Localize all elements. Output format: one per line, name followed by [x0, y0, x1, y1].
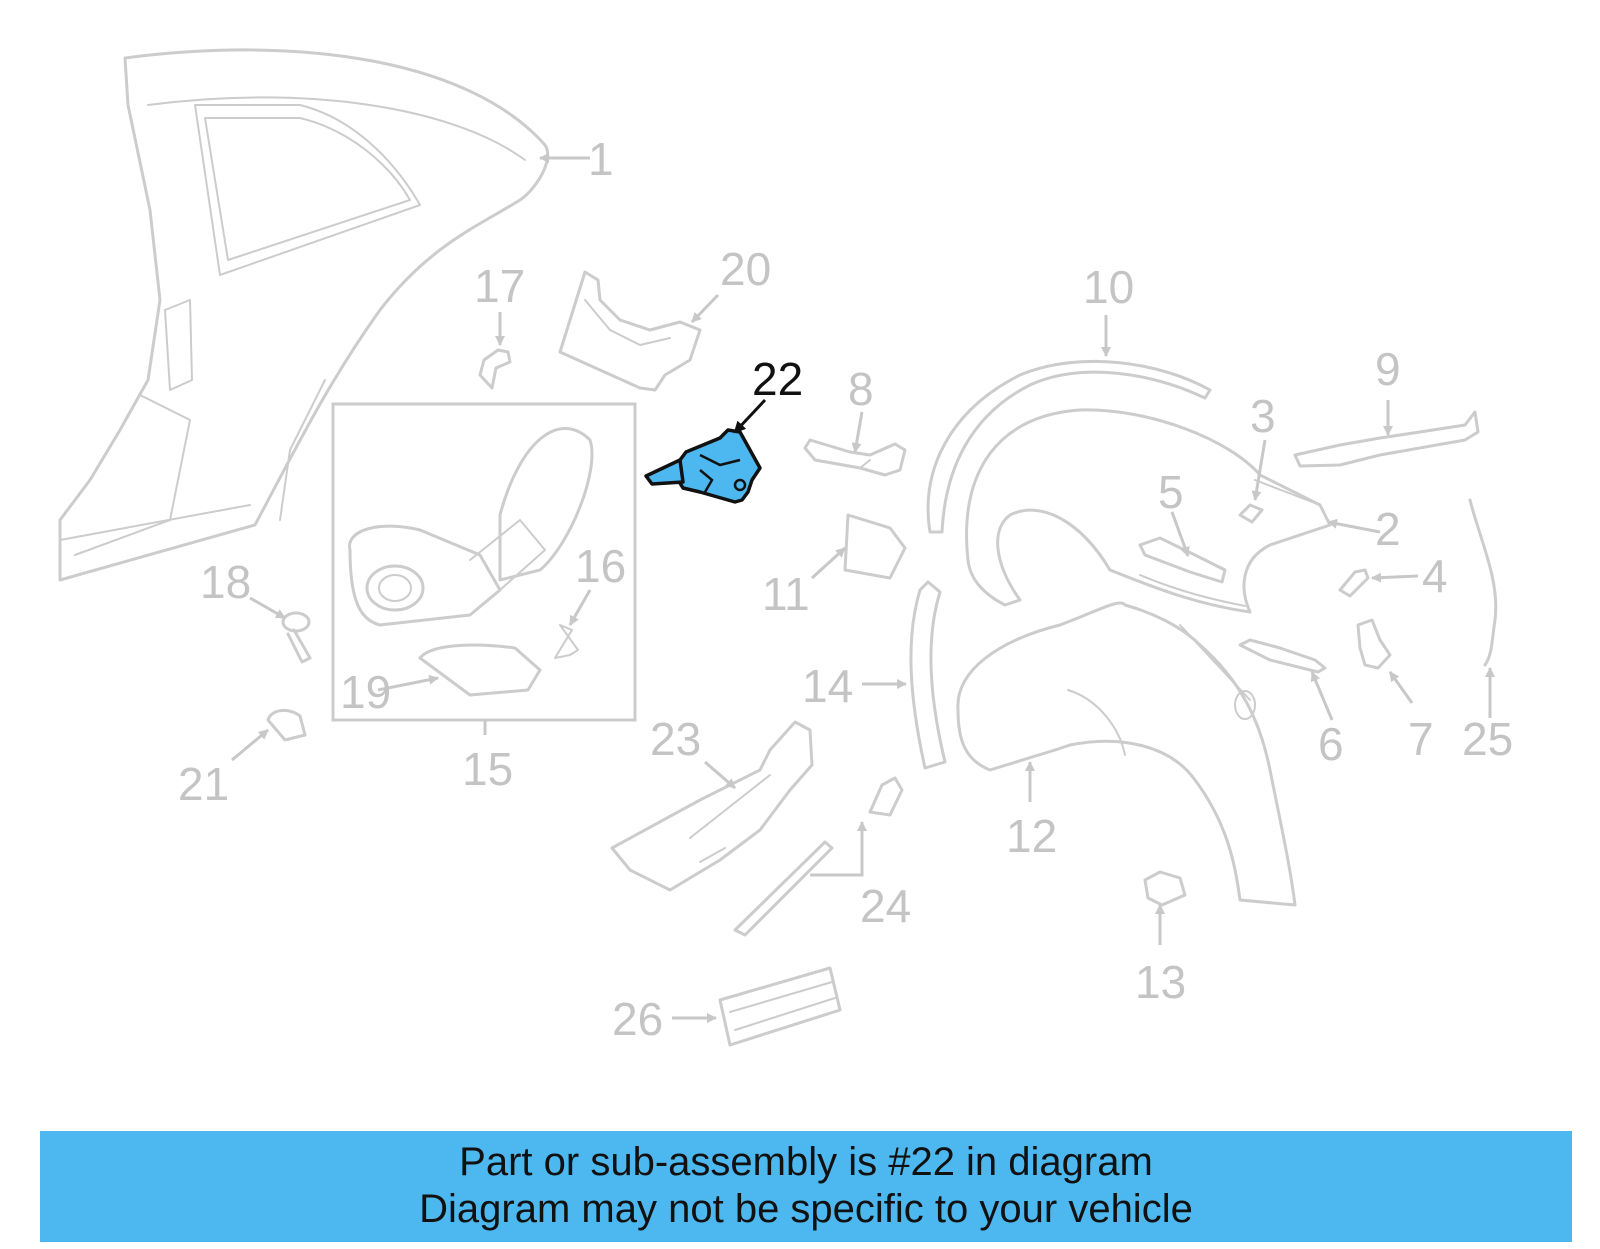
callout-23: 23 [650, 713, 701, 765]
wheel-liner-12-drawing [956, 601, 1297, 907]
callout-10: 10 [1083, 261, 1134, 313]
callout-3: 3 [1250, 390, 1276, 442]
callout-25: 25 [1462, 713, 1513, 765]
hinge-8-drawing [803, 438, 907, 477]
callout-1: 1 [588, 133, 614, 185]
callout-22: 22 [752, 353, 803, 405]
bracket-6-drawing [1238, 638, 1327, 674]
callout-17: 17 [474, 260, 525, 312]
grommet-21-drawing [266, 709, 307, 742]
clip-3-drawing [1238, 503, 1264, 524]
callout-5: 5 [1158, 466, 1184, 518]
callout-11: 11 [762, 568, 810, 620]
callout-18: 18 [200, 556, 251, 608]
callout-26: 26 [612, 993, 663, 1045]
callout-12: 12 [1006, 810, 1057, 862]
clip-17-drawing [478, 348, 512, 390]
part-reference-text: Part or sub-assembly is #22 in diagram [459, 1140, 1153, 1184]
fuel-door-actuator-22-drawing [644, 428, 762, 504]
callout-24: 24 [860, 880, 911, 932]
wheelhouse-2-drawing [965, 408, 1332, 614]
seal-strip-25-drawing [1468, 498, 1498, 667]
bolt-18-drawing [281, 611, 312, 664]
callout-16: 16 [575, 540, 626, 592]
clip-13-drawing [1143, 870, 1187, 907]
callout-7: 7 [1408, 713, 1434, 765]
push-pin-7-drawing [1356, 618, 1392, 670]
callout-21: 21 [178, 758, 229, 810]
callout-15: 15 [462, 743, 513, 795]
callout-19: 19 [340, 666, 391, 718]
clip-4-drawing [1338, 568, 1370, 598]
callout-20: 20 [720, 243, 771, 295]
fuel-door-drawing [348, 427, 594, 627]
callout-13: 13 [1135, 956, 1186, 1008]
seal-14-drawing [909, 580, 947, 770]
callout-6: 6 [1318, 718, 1344, 770]
strut-24-drawing [733, 776, 904, 937]
callout-2: 2 [1375, 503, 1401, 555]
quarter-panel-drawing [58, 48, 550, 582]
vehicle-disclaimer-text: Diagram may not be specific to your vehi… [419, 1187, 1193, 1231]
part-info-banner: Part or sub-assembly is #22 in diagram D… [40, 1131, 1572, 1242]
bracket-20-drawing [558, 270, 702, 392]
callout-4: 4 [1422, 550, 1448, 602]
callout-14: 14 [802, 660, 853, 712]
trim-bracket-23-drawing [610, 720, 814, 892]
brace-9-drawing [1293, 410, 1480, 468]
door-pad-19-drawing [418, 643, 542, 697]
callout-9: 9 [1375, 343, 1401, 395]
pad-11-drawing [843, 513, 907, 580]
lamp-26-drawing [718, 966, 842, 1047]
arch-molding-10-drawing [926, 359, 1212, 534]
spring-16-drawing [554, 624, 579, 659]
bracket-5-drawing [1138, 536, 1227, 584]
callout-8: 8 [848, 363, 874, 415]
